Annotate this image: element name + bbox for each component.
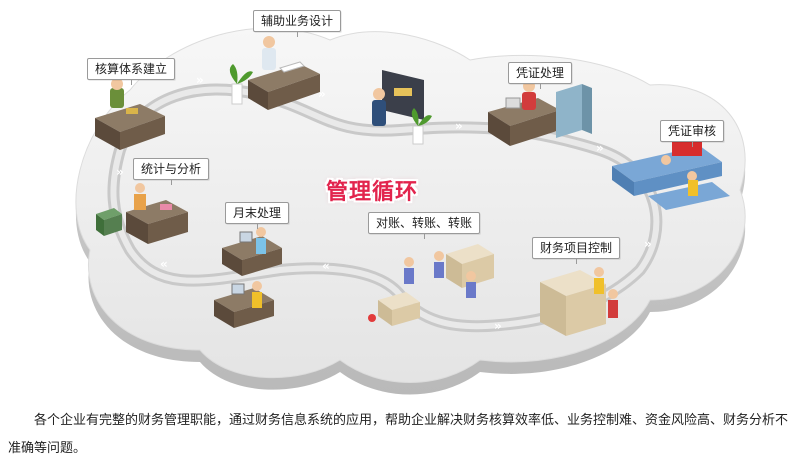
assist-design-station: [229, 36, 320, 110]
voucher-processing-station: [488, 80, 592, 146]
step-label-voucher-audit: 凭证审核: [660, 120, 725, 147]
management-cycle-diagram: » » » » » » « « »: [75, 10, 746, 395]
reconcile-transfer-station: [368, 244, 494, 326]
flow-arrow-icon: »: [455, 119, 463, 133]
project-control-station: [540, 267, 618, 336]
presentation-board: [372, 70, 432, 145]
accounting-setup-station: [95, 78, 165, 150]
step-label-project-control: 财务项目控制: [532, 237, 621, 264]
step-label-reconcile-transfer: 对账、转账、转账: [368, 212, 481, 239]
step-label-month-end: 月末处理: [225, 202, 290, 229]
flow-arrow-icon: »: [494, 319, 502, 333]
flow-arrow-icon: «: [322, 259, 330, 273]
flow-arrow-icon: «: [160, 257, 168, 271]
flow-arrow-icon: »: [318, 87, 326, 101]
step-label-statistics-analysis: 统计与分析: [133, 158, 210, 185]
step-label-voucher-processing: 凭证处理: [508, 62, 573, 89]
step-label-assist-design: 辅助业务设计: [253, 10, 342, 37]
flow-arrow-icon: »: [196, 73, 204, 87]
month-end-station: [214, 227, 282, 328]
statistics-analysis-station: [96, 183, 188, 244]
cycle-center-title: 管理循环: [326, 180, 419, 205]
voucher-audit-station: [612, 142, 730, 210]
flow-arrow-icon: »: [116, 165, 124, 179]
description-caption: 各个企业有完整的财务管理职能，通过财务信息系统的应用，帮助企业解决财务核算效率低…: [8, 413, 789, 456]
flow-arrow-icon: »: [644, 237, 652, 251]
flow-arrow-icon: »: [596, 141, 604, 155]
step-label-accounting-setup: 核算体系建立: [87, 58, 176, 85]
